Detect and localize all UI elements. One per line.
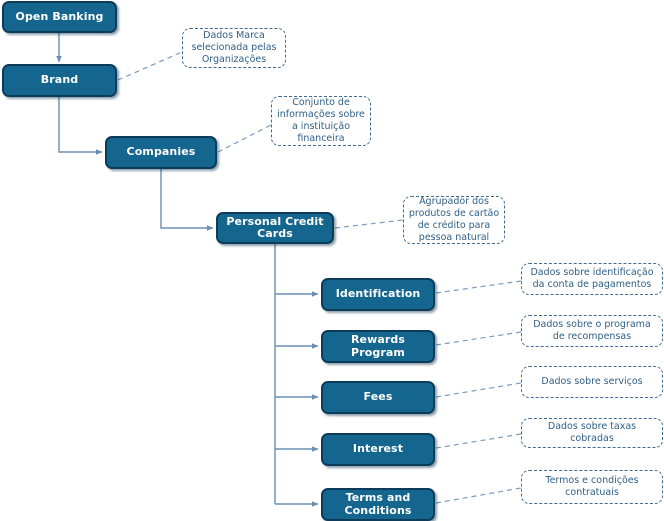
node-terms-and-conditions[interactable]: Terms and Conditions — [321, 488, 435, 521]
note-text: Dados sobre identificação da conta de pa… — [530, 267, 654, 290]
note-terms-and-conditions: Termos e condições contratuais — [521, 470, 663, 504]
node-label: Identification — [335, 287, 421, 301]
node-label: Personal Credit Cards — [226, 214, 324, 240]
node-brand[interactable]: Brand — [2, 64, 117, 97]
connector-companies-to-note — [217, 124, 272, 153]
node-label: Terms and Conditions — [344, 491, 412, 517]
note-interest: Dados sobre taxas cobradas — [521, 418, 663, 448]
connector-rewards-program-to-note — [435, 331, 522, 346]
note-personal-credit-cards: Agrupador dos produtos de cartão de créd… — [403, 196, 505, 244]
note-identification: Dados sobre identificação da conta de pa… — [521, 263, 663, 295]
note-rewards-program: Dados sobre o programa de recompensas — [521, 315, 663, 347]
node-label: Interest — [352, 442, 404, 456]
node-label: Brand — [40, 73, 79, 87]
node-open-banking[interactable]: Open Banking — [2, 1, 117, 33]
note-fees: Dados sobre serviços — [521, 366, 663, 398]
note-companies: Conjunto de informações sobre a institui… — [271, 96, 371, 146]
node-label: Fees — [363, 390, 393, 404]
connector-terms-to-note — [435, 487, 522, 504]
connector-companies-to-personal-credit-cards — [160, 169, 214, 231]
node-identification[interactable]: Identification — [321, 278, 435, 311]
node-label: Companies — [126, 145, 196, 159]
connector-brand-to-companies — [58, 97, 103, 155]
note-text: Agrupador dos produtos de cartão de créd… — [408, 196, 500, 243]
node-interest[interactable]: Interest — [321, 433, 435, 466]
note-text: Dados sobre serviços — [541, 376, 643, 388]
connector-brand-to-note — [117, 51, 183, 81]
node-label: Open Banking — [15, 9, 104, 23]
node-fees[interactable]: Fees — [321, 381, 435, 414]
node-personal-credit-cards[interactable]: Personal Credit Cards — [216, 212, 334, 244]
node-label: Rewards Program — [350, 333, 406, 359]
note-text: Dados sobre taxas cobradas — [547, 421, 637, 444]
node-rewards-program[interactable]: Rewards Program — [321, 330, 435, 363]
connector-identification-to-note — [435, 280, 522, 294]
note-text: Dados Marca selecionada pelas Organizaçõ… — [191, 30, 277, 65]
note-text: Termos e condições contratuais — [545, 475, 639, 498]
node-companies[interactable]: Companies — [105, 136, 217, 169]
connector-personal-credit-cards-to-note — [334, 219, 404, 229]
note-text: Dados sobre o programa de recompensas — [533, 319, 651, 342]
connector-fees-to-note — [435, 382, 522, 398]
connector-interest-to-note — [435, 433, 522, 449]
note-text: Conjunto de informações sobre a institui… — [277, 97, 365, 144]
note-brand: Dados Marca selecionada pelas Organizaçõ… — [182, 28, 286, 68]
